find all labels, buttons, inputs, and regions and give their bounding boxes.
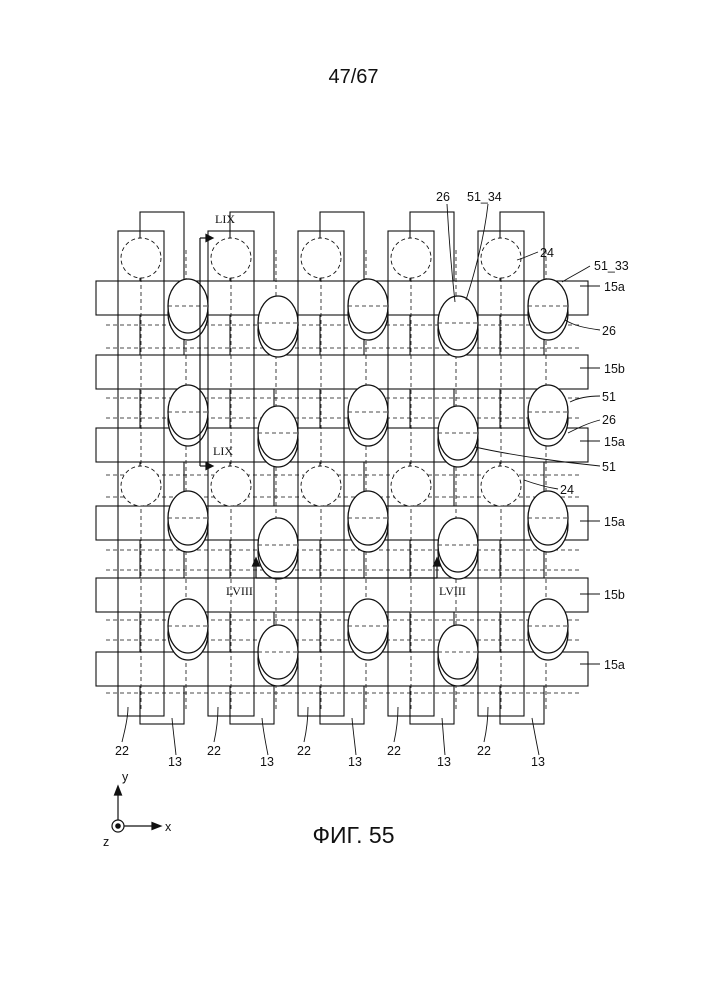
label-13-col5: 13 [531,755,545,769]
label-26-right2: 26 [602,413,616,427]
capacitor-51-16 [438,406,478,460]
contact-24-r1-c1 [121,238,161,278]
capacitor-51-20 [438,625,478,679]
capacitor-51-18 [438,518,478,572]
contact-24-r2-c1 [121,466,161,506]
label-22-col1: 22 [115,744,129,758]
section-label-lviii-left: LVIII [226,584,253,598]
capacitor-51-6 [528,385,568,439]
contact-24-r2-c5 [481,466,521,506]
capacitor-51-13 [258,296,298,350]
contact-24-r2-c4 [391,466,431,506]
capacitor-51-17 [258,518,298,572]
label-15a-row1: 15a [604,280,625,294]
capacitor-51-4 [168,385,208,439]
label-15a-row2: 15a [604,435,625,449]
label-15b-row2: 15b [604,588,625,602]
word-line-15-2 [96,355,588,389]
capacitor-51-15 [258,406,298,460]
contact-24-r1-c3 [301,238,341,278]
contact-24-r1-c4 [391,238,431,278]
section-label-lviii-right: LVIII [439,584,466,598]
label-26-right1: 26 [602,324,616,338]
label-51-b: 51 [602,460,616,474]
label-15b-row1: 15b [604,362,625,376]
contact-24-r1-c5 [481,238,521,278]
label-15a-row3: 15a [604,515,625,529]
capacitor-51-3 [528,279,568,333]
label-51-33: 51_33 [594,259,629,273]
label-51-34: 51_34 [467,190,502,204]
contact-24-r2-c3 [301,466,341,506]
label-13-col4: 13 [437,755,451,769]
contact-24-r2-c2 [211,466,251,506]
word-line-15-3 [96,428,588,462]
capacitor-51-2 [348,279,388,333]
label-51-a: 51 [602,390,616,404]
capacitor-51-19 [258,625,298,679]
capacitor-51-5 [348,385,388,439]
word-line-15-6 [96,652,588,686]
capacitor-51-7 [168,491,208,545]
label-15a-row4: 15a [604,658,625,672]
label-24-top: 24 [540,246,554,260]
label-24-mid: 24 [560,483,574,497]
word-line-15-5 [96,578,588,612]
figure-caption: ФИГ. 55 [0,822,707,849]
label-13-col2: 13 [260,755,274,769]
capacitor-51-14 [438,296,478,350]
capacitor-51-1 [168,279,208,333]
label-22-col2: 22 [207,744,221,758]
label-26-top: 26 [436,190,450,204]
label-13-col1: 13 [168,755,182,769]
section-label-lix-top: LIX [215,212,235,226]
capacitor-51-8 [348,491,388,545]
capacitor-51-12 [528,599,568,653]
capacitor-51-10 [168,599,208,653]
capacitor-51-9 [528,491,568,545]
axis-label-y: y [122,770,129,784]
capacitor-51-11 [348,599,388,653]
label-22-col3: 22 [297,744,311,758]
section-label-lix-bottom: LIX [213,444,233,458]
contact-24-r1-c2 [211,238,251,278]
label-22-col5: 22 [477,744,491,758]
label-22-col4: 22 [387,744,401,758]
label-13-col3: 13 [348,755,362,769]
